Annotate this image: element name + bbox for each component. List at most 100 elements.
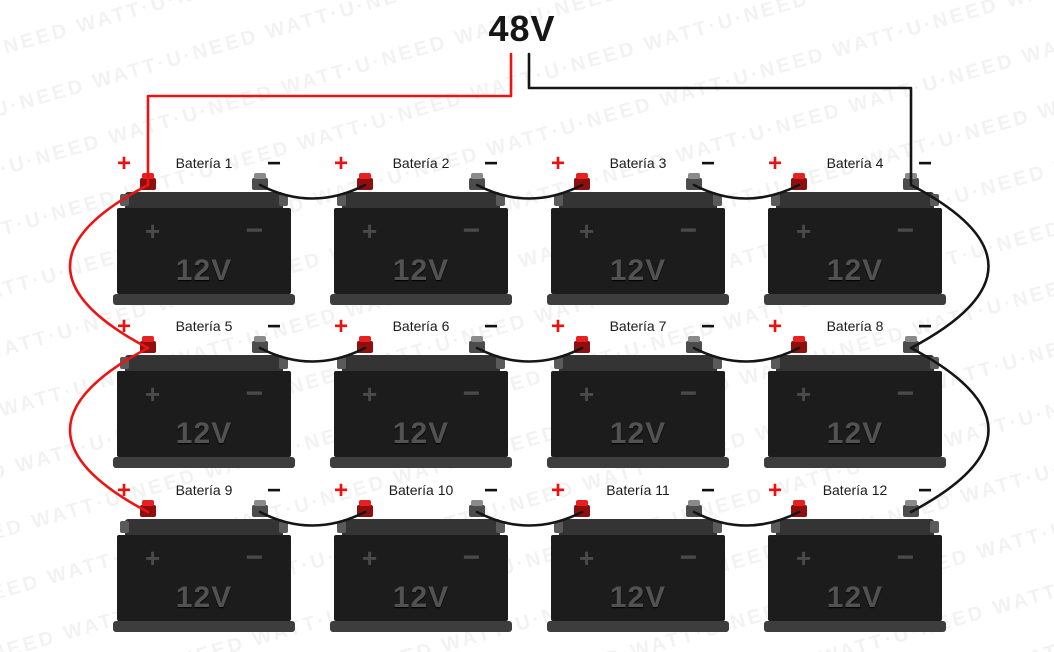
battery-body: WATT·U·NEED WATT·U·NEED WATT·U·NEED WATT…: [768, 208, 942, 294]
battery-9: + Batería 9 − WATT·U·NEED WATT·U·NEED WA…: [113, 477, 295, 635]
embossed-plus: +: [796, 379, 812, 409]
minus-sign: −: [483, 150, 498, 177]
battery-body: WATT·U·NEED WATT·U·NEED WATT·U·NEED WATT…: [768, 535, 942, 621]
battery-lid: [337, 519, 505, 535]
minus-sign: −: [483, 477, 498, 504]
minus-sign: −: [917, 150, 932, 177]
voltage-label: 12V: [175, 581, 233, 614]
negative-terminal: [686, 500, 702, 517]
embossed-minus: −: [896, 214, 914, 247]
voltage-label: 12V: [609, 417, 667, 450]
battery-body: WATT·U·NEED WATT·U·NEED WATT·U·NEED WATT…: [117, 535, 291, 621]
battery-lid: [771, 519, 939, 535]
battery-base: [113, 294, 295, 305]
battery-lid: [337, 355, 505, 371]
voltage-label: 12V: [826, 581, 884, 614]
battery-base: [547, 457, 729, 468]
embossed-plus: +: [796, 543, 812, 573]
embossed-plus: +: [145, 216, 161, 246]
battery-base: [764, 294, 946, 305]
battery-lid: [120, 355, 288, 371]
negative-terminal: [903, 500, 919, 517]
battery-lid: [120, 192, 288, 208]
positive-terminal: [357, 336, 373, 353]
minus-sign: −: [483, 313, 498, 340]
positive-terminal: [140, 500, 156, 517]
positive-terminal: [140, 336, 156, 353]
battery-base: [330, 457, 512, 468]
embossed-minus: −: [679, 214, 697, 247]
battery-base: [547, 294, 729, 305]
battery-base: [764, 621, 946, 632]
battery-base: [113, 621, 295, 632]
embossed-plus: +: [796, 216, 812, 246]
battery-base: [764, 457, 946, 468]
battery-base: [113, 457, 295, 468]
battery-lid: [771, 355, 939, 371]
battery-label: Batería 6: [392, 318, 450, 334]
negative-terminal: [252, 173, 268, 190]
embossed-minus: −: [462, 214, 480, 247]
battery-body: WATT·U·NEED WATT·U·NEED WATT·U·NEED WATT…: [334, 208, 508, 294]
voltage-label: 12V: [392, 254, 450, 287]
voltage-label: 12V: [609, 254, 667, 287]
plus-sign: +: [334, 477, 349, 504]
battery-lid: [554, 192, 722, 208]
negative-terminal: [469, 500, 485, 517]
embossed-plus: +: [579, 379, 595, 409]
battery-6: + Batería 6 − WATT·U·NEED WATT·U·NEED WA…: [330, 313, 512, 471]
plus-sign: +: [551, 477, 566, 504]
battery-body: WATT·U·NEED WATT·U·NEED WATT·U·NEED WATT…: [334, 371, 508, 457]
battery-12: + Batería 12 − WATT·U·NEED WATT·U·NEED W…: [764, 477, 946, 635]
positive-terminal: [357, 173, 373, 190]
voltage-label: 12V: [609, 581, 667, 614]
minus-sign: −: [917, 477, 932, 504]
embossed-minus: −: [245, 214, 263, 247]
negative-terminal: [252, 500, 268, 517]
minus-sign: −: [917, 313, 932, 340]
embossed-minus: −: [245, 541, 263, 574]
plus-sign: +: [117, 150, 132, 177]
minus-sign: −: [700, 313, 715, 340]
embossed-minus: −: [679, 541, 697, 574]
battery-1: + Batería 1 − WATT·U·NEED WATT·U·NEED WA…: [113, 150, 295, 308]
battery-base: [330, 621, 512, 632]
negative-terminal: [686, 173, 702, 190]
battery-label: Batería 10: [388, 482, 454, 498]
voltage-label: 12V: [175, 254, 233, 287]
battery-body: WATT·U·NEED WATT·U·NEED WATT·U·NEED WATT…: [334, 535, 508, 621]
voltage-label: 12V: [826, 417, 884, 450]
battery-7: + Batería 7 − WATT·U·NEED WATT·U·NEED WA…: [547, 313, 729, 471]
embossed-plus: +: [362, 216, 378, 246]
embossed-minus: −: [245, 377, 263, 410]
positive-terminal: [357, 500, 373, 517]
battery-lid: [120, 519, 288, 535]
plus-sign: +: [551, 313, 566, 340]
embossed-minus: −: [462, 541, 480, 574]
embossed-plus: +: [362, 379, 378, 409]
negative-terminal: [686, 336, 702, 353]
embossed-plus: +: [579, 216, 595, 246]
embossed-minus: −: [896, 541, 914, 574]
positive-terminal: [791, 500, 807, 517]
embossed-minus: −: [462, 377, 480, 410]
negative-terminal: [903, 336, 919, 353]
battery-3: + Batería 3 − WATT·U·NEED WATT·U·NEED WA…: [547, 150, 729, 308]
battery-label: Batería 9: [175, 482, 233, 498]
negative-terminal: [903, 173, 919, 190]
battery-11: + Batería 11 − WATT·U·NEED WATT·U·NEED W…: [547, 477, 729, 635]
battery-body: WATT·U·NEED WATT·U·NEED WATT·U·NEED WATT…: [117, 208, 291, 294]
battery-2: + Batería 2 − WATT·U·NEED WATT·U·NEED WA…: [330, 150, 512, 308]
positive-terminal: [574, 500, 590, 517]
plus-sign: +: [334, 313, 349, 340]
positive-terminal: [791, 173, 807, 190]
positive-terminal: [574, 336, 590, 353]
battery-label: Batería 5: [175, 318, 233, 334]
voltage-label: 12V: [392, 417, 450, 450]
negative-terminal: [469, 173, 485, 190]
embossed-minus: −: [896, 377, 914, 410]
minus-sign: −: [700, 150, 715, 177]
battery-label: Batería 8: [826, 318, 884, 334]
minus-sign: −: [266, 313, 281, 340]
battery-body: WATT·U·NEED WATT·U·NEED WATT·U·NEED WATT…: [551, 535, 725, 621]
